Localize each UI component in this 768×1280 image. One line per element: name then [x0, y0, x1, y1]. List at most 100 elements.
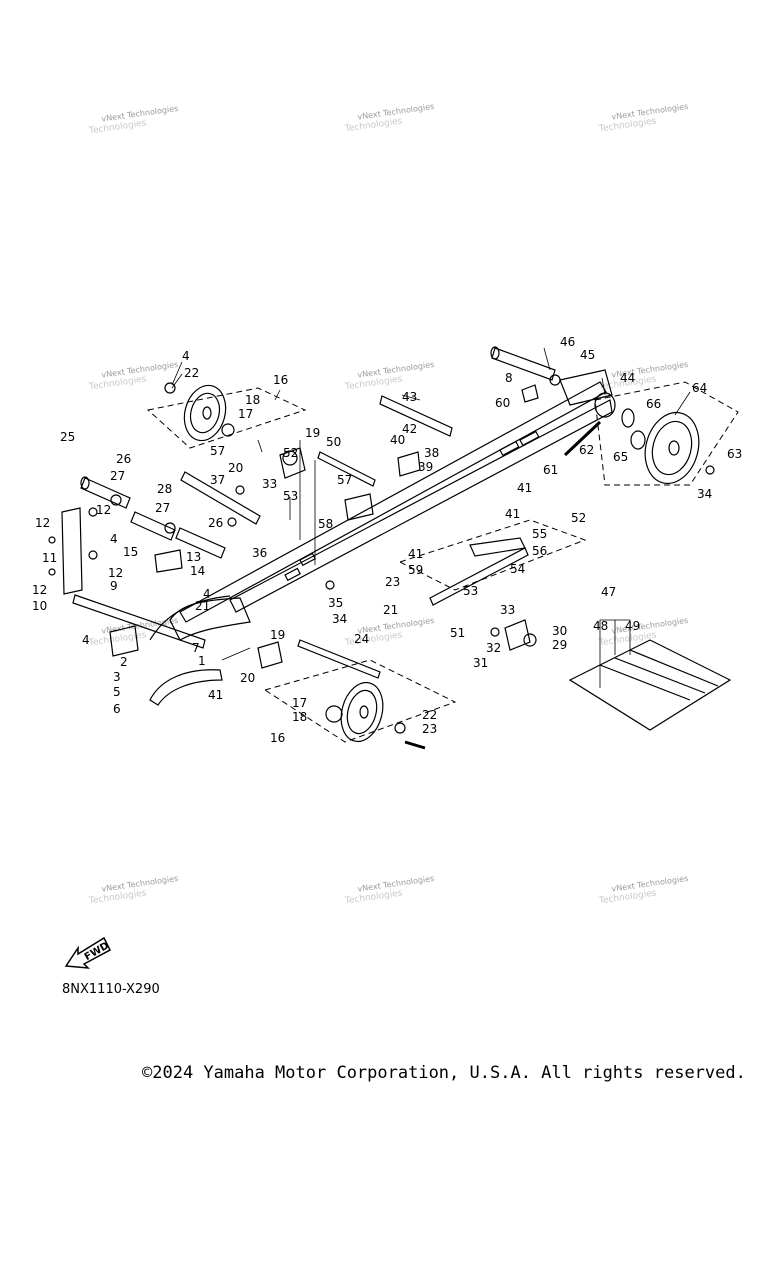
callout-13: 13: [186, 550, 201, 564]
callout-17: 17: [292, 696, 307, 710]
shaft-43: [379, 395, 453, 437]
copyright-text: ©2024 Yamaha Motor Corporation, U.S.A. A…: [142, 1063, 746, 1083]
bracket-19-bottom: [257, 641, 283, 669]
callout-54: 54: [510, 562, 525, 576]
callout-63: 63: [727, 447, 742, 461]
callout-55: 55: [532, 527, 547, 541]
callout-9: 9: [110, 579, 118, 593]
bracket-2: [109, 625, 139, 657]
shaft-9: [72, 594, 206, 649]
group-16-bottom: [263, 659, 457, 743]
callout-38: 38: [424, 446, 439, 460]
shaft-50: [317, 451, 376, 487]
callout-12: 12: [35, 516, 50, 530]
callout-12: 12: [32, 583, 47, 597]
right-rail: [229, 399, 613, 613]
callout-23: 23: [385, 575, 400, 589]
shaft-8: [491, 347, 556, 381]
callout-31: 31: [473, 656, 488, 670]
wheel-16-top: [183, 384, 227, 442]
callout-20: 20: [228, 461, 243, 475]
callout-1: 1: [198, 654, 206, 668]
callout-64: 64: [692, 381, 707, 395]
callout-22: 22: [184, 366, 199, 380]
rail-rear: [559, 369, 613, 406]
callout-45: 45: [580, 348, 595, 362]
hardware-kit-47: [568, 639, 732, 731]
callout-11: 11: [42, 551, 57, 565]
block-31: [504, 619, 531, 651]
callout-50: 50: [326, 435, 341, 449]
callout-60: 60: [495, 396, 510, 410]
callout-19: 19: [270, 628, 285, 642]
callout-40: 40: [390, 433, 405, 447]
callout-66: 66: [646, 397, 661, 411]
callout-46: 46: [560, 335, 575, 349]
callout-47: 47: [601, 585, 616, 599]
group-16-top: [146, 387, 307, 449]
bolt-23: [404, 740, 426, 750]
group-64: [594, 381, 739, 486]
callout-6: 6: [113, 702, 121, 716]
callout-23: 23: [422, 722, 437, 736]
callout-labels: 1 2 3 4 4 4 4 5 6 7 8 9 10 11 12 12 12 1…: [32, 335, 742, 745]
callout-12: 12: [96, 503, 111, 517]
callout-21: 21: [195, 599, 210, 613]
callout-21: 21: [383, 603, 398, 617]
fwd-arrow-icon: FWD: [64, 936, 111, 969]
callout-19: 19: [305, 426, 320, 440]
block-40: [397, 451, 421, 477]
callout-7: 7: [192, 641, 200, 655]
callout-32: 32: [486, 641, 501, 655]
callout-18: 18: [245, 393, 260, 407]
callout-14: 14: [190, 564, 205, 578]
callout-57: 57: [210, 444, 225, 458]
shaft-26b: [175, 527, 226, 559]
callout-26: 26: [116, 452, 131, 466]
callout-57: 57: [337, 473, 352, 487]
diagram-code: 8NX1110-X290: [62, 982, 160, 997]
callout-33: 33: [262, 477, 277, 491]
shaft-24: [297, 639, 381, 679]
bracket-58: [344, 493, 374, 521]
callout-22: 22: [422, 708, 437, 722]
callout-4: 4: [82, 633, 90, 647]
callout-33: 33: [500, 603, 515, 617]
callout-62: 62: [579, 443, 594, 457]
callout-30: 30: [552, 624, 567, 638]
callout-39: 39: [418, 460, 433, 474]
shaft-28: [130, 511, 176, 541]
callout-18: 18: [292, 710, 307, 724]
callout-43: 43: [402, 390, 417, 404]
callout-2: 2: [120, 655, 128, 669]
bracket-19-top: [279, 447, 306, 479]
block-13: [154, 549, 183, 573]
callout-49: 49: [625, 619, 640, 633]
callout-44: 44: [620, 371, 635, 385]
callout-24: 24: [354, 632, 369, 646]
callout-41: 41: [505, 507, 520, 521]
callout-27: 27: [155, 501, 170, 515]
callout-34: 34: [697, 487, 712, 501]
wheel-64: [644, 411, 700, 485]
callout-26: 26: [208, 516, 223, 530]
callout-65: 65: [613, 450, 628, 464]
bolt-61: [563, 420, 602, 457]
group-52: [398, 519, 587, 591]
callout-4: 4: [110, 532, 118, 546]
callout-28: 28: [157, 482, 172, 496]
shaft-37: [180, 471, 261, 525]
left-rail: [179, 381, 607, 623]
callout-41: 41: [408, 547, 423, 561]
callout-10: 10: [32, 599, 47, 613]
callout-17: 17: [238, 407, 253, 421]
callout-25: 25: [60, 430, 75, 444]
callout-16: 16: [273, 373, 288, 387]
callout-35: 35: [328, 596, 343, 610]
callout-36: 36: [252, 546, 267, 560]
wheel-16-bottom: [340, 681, 384, 743]
callout-37: 37: [210, 473, 225, 487]
callout-56: 56: [532, 544, 547, 558]
callout-29: 29: [552, 638, 567, 652]
callout-12: 12: [108, 566, 123, 580]
